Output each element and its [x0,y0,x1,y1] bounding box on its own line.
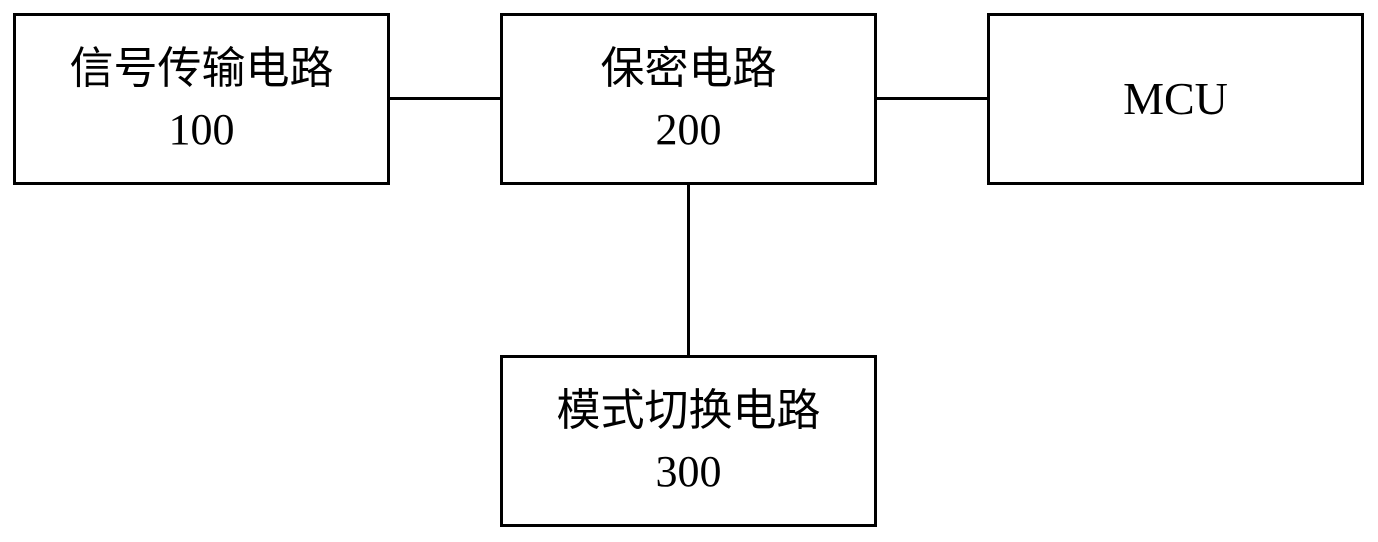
block-number: 300 [656,444,722,499]
block-label: 保密电路 [601,41,777,96]
mcu-block: MCU [987,13,1364,185]
connector-security-to-mode [687,185,690,355]
block-label: 信号传输电路 [70,41,334,96]
connector-security-to-mcu [877,97,987,100]
block-label: 模式切换电路 [557,383,821,438]
block-number: 200 [656,102,722,157]
block-label: MCU [1123,70,1228,128]
mode-switching-circuit-block: 模式切换电路 300 [500,355,877,527]
security-circuit-block: 保密电路 200 [500,13,877,185]
block-number: 100 [169,102,235,157]
connector-signal-to-security [390,97,500,100]
signal-transmission-circuit-block: 信号传输电路 100 [13,13,390,185]
